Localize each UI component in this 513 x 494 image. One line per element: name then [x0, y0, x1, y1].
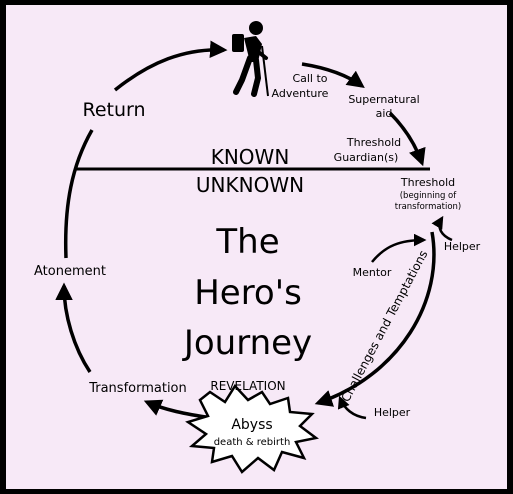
- helper-bottom-label: Helper: [374, 406, 411, 419]
- arrow-helper-bottom: [337, 395, 367, 420]
- supernatural-aid-label-1: Supernatural: [348, 93, 419, 106]
- threshold-note-1: (beginning of: [400, 191, 458, 201]
- diagram-canvas: KNOWN UNKNOWN Abyss death & rebirth Call…: [6, 5, 507, 489]
- arc-transformation-to-atonement: [55, 282, 92, 373]
- threshold-guardians-label-2: Guardian(s): [334, 151, 399, 164]
- arrow-mentor: [371, 233, 427, 263]
- abyss-sub-label: death & rebirth: [214, 437, 291, 448]
- atonement-label: Atonement: [34, 264, 106, 279]
- threshold-note-2: transformation): [395, 202, 461, 212]
- call-to-adventure-label-2: Adventure: [272, 87, 329, 100]
- arc-return-to-call: [113, 40, 228, 92]
- helper-top-label: Helper: [444, 240, 481, 253]
- arc-call-to-aid: [301, 62, 365, 89]
- title-line-2: Hero's: [194, 273, 302, 313]
- supernatural-aid-label-2: aid: [376, 107, 393, 120]
- title-line-3: Journey: [182, 323, 312, 363]
- known-label: KNOWN: [211, 145, 290, 169]
- starburst-icon: [185, 383, 319, 474]
- arrow-helper-top: [431, 215, 453, 242]
- transformation-label: Transformation: [88, 381, 187, 396]
- arc-atonement-to-return: [63, 129, 94, 259]
- title-line-1: The: [215, 222, 279, 262]
- unknown-label: UNKNOWN: [196, 173, 304, 197]
- threshold-guardians-label-1: Threshold: [346, 136, 401, 149]
- revelation-label: REVELATION: [210, 379, 285, 393]
- mentor-label: Mentor: [353, 266, 392, 279]
- threshold-label: Threshold: [400, 176, 455, 189]
- abyss-label: Abyss: [231, 417, 272, 433]
- hero-journey-diagram: KNOWN UNKNOWN Abyss death & rebirth Call…: [34, 21, 481, 474]
- return-label: Return: [82, 99, 145, 121]
- arc-challenges: [314, 231, 436, 407]
- call-to-adventure-label-1: Call to: [292, 72, 327, 85]
- hiker-icon: [232, 21, 269, 97]
- arc-aid-to-threshold: [388, 111, 426, 167]
